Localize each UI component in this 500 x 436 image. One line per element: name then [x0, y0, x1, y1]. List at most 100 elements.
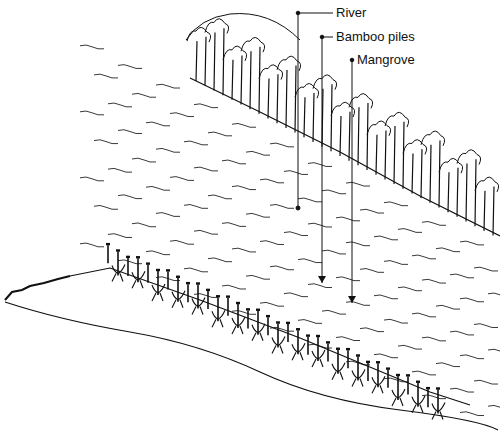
bamboo-pile — [147, 265, 149, 283]
tree-trunk — [430, 145, 431, 203]
water-ripple — [360, 328, 384, 332]
water-ripple — [184, 141, 208, 145]
pile-top — [316, 335, 320, 337]
pile-top — [166, 269, 170, 271]
leader-line — [352, 60, 354, 303]
water-ripple — [260, 302, 284, 306]
water-ripple — [80, 243, 104, 247]
tree-crown — [259, 65, 283, 80]
water-ripple — [156, 148, 180, 152]
water-ripple — [184, 268, 208, 272]
pile-top — [116, 249, 120, 251]
water-ripple — [412, 371, 436, 375]
pile-top — [286, 322, 290, 324]
water-ripple — [308, 284, 332, 288]
water-ripple — [422, 221, 446, 225]
water-ripple — [170, 177, 194, 181]
bamboo-pile — [157, 271, 159, 295]
bamboo-pile — [317, 337, 319, 361]
pile-top — [236, 302, 240, 304]
water-ripple — [384, 202, 408, 206]
water-ripple — [80, 45, 104, 49]
water-ripple — [474, 324, 498, 328]
water-ripple — [208, 195, 232, 199]
water-ripple — [422, 337, 446, 341]
water-ripple — [80, 177, 104, 181]
tree-trunk — [358, 107, 359, 165]
tree-crown — [223, 46, 247, 61]
leader-dot — [320, 35, 324, 39]
water-ripple — [118, 195, 142, 199]
near-bank — [5, 268, 498, 430]
water-ripple — [374, 354, 398, 358]
bamboo-pile — [437, 390, 439, 414]
leader-dot — [296, 206, 300, 210]
tree-trunk — [304, 97, 305, 137]
water-ripple — [246, 275, 270, 279]
bamboo-pile — [237, 304, 239, 328]
water-ripple — [322, 190, 346, 194]
mangrove-shrub — [232, 317, 245, 334]
tree-trunk — [295, 66, 296, 133]
water-ripple — [94, 205, 118, 209]
pile-top — [306, 334, 310, 336]
pile-top — [336, 348, 340, 350]
water-ripple — [146, 122, 170, 126]
pile-top — [126, 256, 130, 258]
water-ripple — [108, 103, 132, 107]
water-ripple — [146, 251, 170, 255]
bamboo-pile — [357, 357, 359, 381]
pile-top — [186, 282, 190, 284]
water-ripple — [450, 274, 474, 278]
tree-trunk — [493, 187, 494, 236]
water-ripple — [346, 242, 370, 246]
bamboo-pile — [377, 363, 379, 387]
water-ripple — [322, 310, 346, 314]
water-ripple — [222, 285, 246, 289]
water-ripple — [208, 132, 232, 136]
water-ripple — [270, 143, 294, 147]
bamboo-pile — [347, 350, 349, 368]
tree-trunk — [484, 191, 485, 231]
bamboo-pile — [137, 258, 139, 282]
water-ripple — [488, 293, 500, 297]
pile-top — [156, 269, 160, 271]
water-ripple — [346, 301, 370, 305]
leader-dot — [296, 11, 300, 15]
tree-crown — [313, 75, 337, 90]
pile-top — [326, 341, 330, 343]
tree-trunk — [313, 93, 314, 142]
bamboo-pile — [387, 370, 389, 388]
bank-waterline — [70, 268, 470, 405]
pile-top — [136, 256, 140, 258]
bamboo-pile — [277, 324, 279, 348]
bamboo-pile — [197, 285, 199, 309]
bamboo-pile — [337, 350, 339, 374]
bamboo-pile — [167, 271, 169, 289]
bamboo-pile — [257, 311, 259, 335]
tree-trunk — [331, 84, 332, 151]
water-ripple — [222, 223, 246, 227]
mangrove-shrub — [432, 403, 445, 420]
pile-top — [176, 276, 180, 278]
bamboo-pile — [227, 298, 229, 316]
water-ripple — [398, 229, 422, 233]
tree-trunk — [403, 122, 404, 189]
tree-crown — [475, 177, 499, 192]
water-ripple — [308, 223, 332, 227]
mangrove-shrub — [412, 396, 425, 413]
pile-top — [386, 367, 390, 369]
mangrove-shrub — [112, 265, 125, 282]
pile-top — [366, 361, 370, 363]
water-ripple — [156, 213, 180, 217]
water-ripple — [360, 209, 384, 213]
bank-foot — [5, 302, 498, 430]
water-ripple — [184, 205, 208, 209]
water-ripple — [336, 337, 360, 341]
bamboo-pile — [117, 252, 119, 276]
water-ripple — [374, 236, 398, 240]
pile-top — [296, 328, 300, 330]
water-ripple — [384, 319, 408, 323]
